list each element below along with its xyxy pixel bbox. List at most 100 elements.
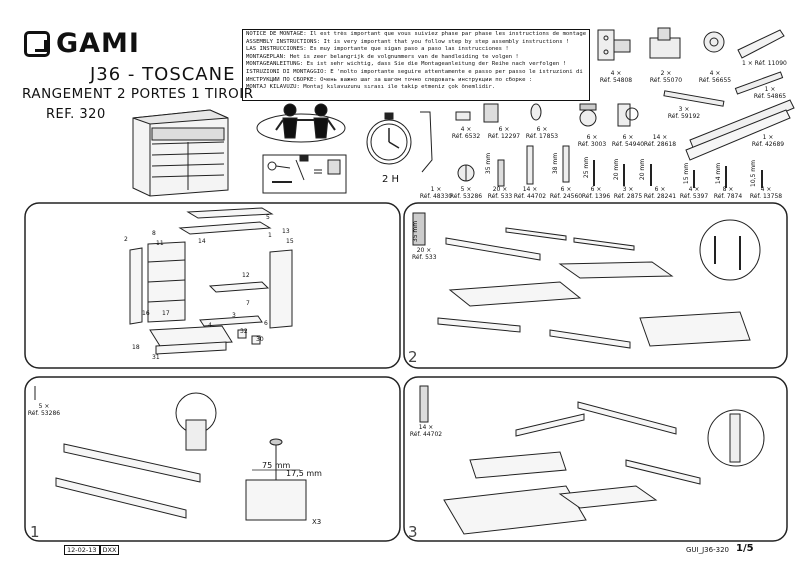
part-number: 12: [242, 272, 250, 279]
notice-line: MONTAJ KILAVUZU: Montaj kılavuzunu sıras…: [246, 84, 496, 91]
gami-logo-icon: [24, 30, 50, 57]
dimension-label: 35 mm: [485, 152, 493, 175]
hardware-ref: Réf. 5397: [679, 193, 709, 200]
brand-logo: GAMI: [24, 28, 140, 59]
dimension-label: 20 mm: [613, 158, 621, 181]
hardware-label: 1 ×Réf. 42689: [748, 134, 788, 148]
step-number: 2: [408, 348, 418, 366]
part-number: 6: [264, 320, 268, 327]
hardware-ref: Réf. 55070: [649, 77, 683, 84]
dimension-label: 75 mm: [262, 461, 291, 470]
hardware-label: 14 ×Réf. 44702: [408, 424, 444, 438]
hardware-ref: Réf. 533: [412, 254, 437, 261]
exploded-view-panel: [24, 202, 401, 369]
hardware-label: 4 ×Réf. 6532: [446, 126, 486, 140]
hardware-label: 6 ×Réf. 17853: [522, 126, 562, 140]
hinge-drawings: [597, 27, 795, 161]
hardware-label: 6 ×Réf. 54940: [608, 134, 648, 148]
hardware-ref: Réf. 12297: [487, 133, 521, 140]
dimension-label: 35 mm: [412, 220, 420, 243]
hardware-label: 20 ×Réf. 533: [484, 186, 516, 200]
hardware-qty: 4 ×: [610, 70, 622, 77]
hardware-qty: 14 ×: [652, 134, 668, 141]
exploded-view: [129, 207, 293, 355]
step-3-panel: [403, 376, 788, 542]
hardware-qty: 3 ×: [678, 106, 690, 113]
hardware-ref: Réf. 28618: [643, 141, 677, 148]
part-number: 1: [268, 232, 272, 239]
hardware-label: 3 ×Réf. 2875: [612, 186, 644, 200]
part-number: 11: [156, 240, 164, 247]
part-number: 5: [266, 214, 270, 221]
dimension-label: 14 mm: [715, 162, 723, 185]
hardware-label: 4 ×Réf. 54808: [596, 70, 636, 84]
hardware-ref: Réf. 2875: [613, 193, 643, 200]
screws-drawings: [457, 145, 763, 188]
hardware-qty: 4 ×: [460, 126, 472, 133]
step-1-drawing: [34, 386, 307, 521]
assembly-notice-box: NOTICE DE MONTAGE: Il est très important…: [242, 29, 590, 101]
hardware-qty: 14 ×: [522, 186, 538, 193]
hardware-label: 8 ×Réf. 7874: [712, 186, 744, 200]
notice-line: ISTRUZIONI DI MONTAGGIO: E 'molto import…: [246, 68, 586, 75]
bracket-part: [420, 111, 433, 173]
hardware-label: 5 ×Réf. 53286: [448, 186, 484, 200]
hardware-qty: 1 ×: [762, 134, 774, 141]
part-number: 31: [152, 354, 160, 361]
hardware-label: 14 ×Réf. 44702: [512, 186, 548, 200]
part-number: 7: [246, 300, 250, 307]
hardware-qty: 6 ×: [498, 126, 510, 133]
part-number: 17: [162, 310, 170, 317]
hardware-label: 5 ×Réf. 53286: [26, 403, 62, 417]
dimension-label: 25 mm: [583, 156, 591, 179]
hardware-label: 6 ×Réf. 1396: [580, 186, 612, 200]
page-number: 1/5: [736, 543, 754, 554]
part-number: 30: [256, 336, 264, 343]
hardware-ref: Réf. 42689: [751, 141, 785, 148]
tools-icon: [267, 155, 341, 183]
hardware-ref: Réf. 7874: [713, 193, 743, 200]
hardware-ref: Réf. 44702: [513, 193, 547, 200]
step-2-panel: [403, 202, 788, 369]
part-number: 14: [198, 238, 206, 245]
stopwatch-icon: [366, 112, 412, 165]
hardware-ref: Réf. 533: [487, 193, 513, 200]
print-code: DXX: [99, 545, 120, 555]
part-number: 4: [208, 322, 212, 329]
part-number: 16: [142, 310, 150, 317]
footer-date: 12-02-13 DXX: [64, 545, 120, 555]
hardware-ref: Réf. 54940: [611, 141, 645, 148]
part-number: 13: [282, 228, 290, 235]
fittings-drawings: [455, 103, 639, 127]
assembly-time: 2 H: [382, 174, 400, 185]
hardware-ref: Réf. 1396: [581, 193, 611, 200]
hardware-ref: Réf. 28241: [643, 193, 677, 200]
tools-box: [262, 154, 347, 194]
hardware-ref: Réf. 48330: [419, 193, 453, 200]
hardware-qty: 6 ×: [622, 134, 634, 141]
hardware-ref: Réf. 24560: [549, 193, 583, 200]
hardware-qty: 6 ×: [536, 126, 548, 133]
hardware-qty: 1 ×: [764, 86, 776, 93]
print-date: 12-02-13: [64, 545, 100, 555]
dimension-label: 17,5 mm: [286, 469, 322, 478]
hardware-ref: Réf. 59192: [667, 113, 701, 120]
hardware-label: 6 ×Réf. 24560: [548, 186, 584, 200]
dimension-label: 15 mm: [683, 162, 691, 185]
hardware-label: 1 ×Réf. 48330: [418, 186, 454, 200]
hardware-qty: 6 ×: [654, 186, 666, 193]
part-number: 18: [132, 344, 140, 351]
step-2-drawing: [412, 212, 761, 349]
document-code: GUI_J36-320: [686, 546, 729, 554]
hardware-label: 6 ×Réf. 12297: [484, 126, 524, 140]
hardware-ref: Réf. 54865: [753, 93, 787, 100]
notice-line: NOTICE DE MONTAGE: Il est très important…: [246, 31, 586, 37]
hardware-qty: 6 ×: [590, 186, 602, 193]
hardware-label: 1 × Réf. 11090: [742, 60, 787, 67]
cabinet-illustration: [132, 109, 229, 197]
notice-line: ИНСТРУКЦИИ ПО СБОРКЕ: Очень важно шаг за…: [246, 76, 533, 83]
hardware-ref: Réf. 17853: [525, 133, 559, 140]
dimension-label: 38 mm: [552, 152, 560, 175]
step-number: 3: [408, 523, 418, 541]
